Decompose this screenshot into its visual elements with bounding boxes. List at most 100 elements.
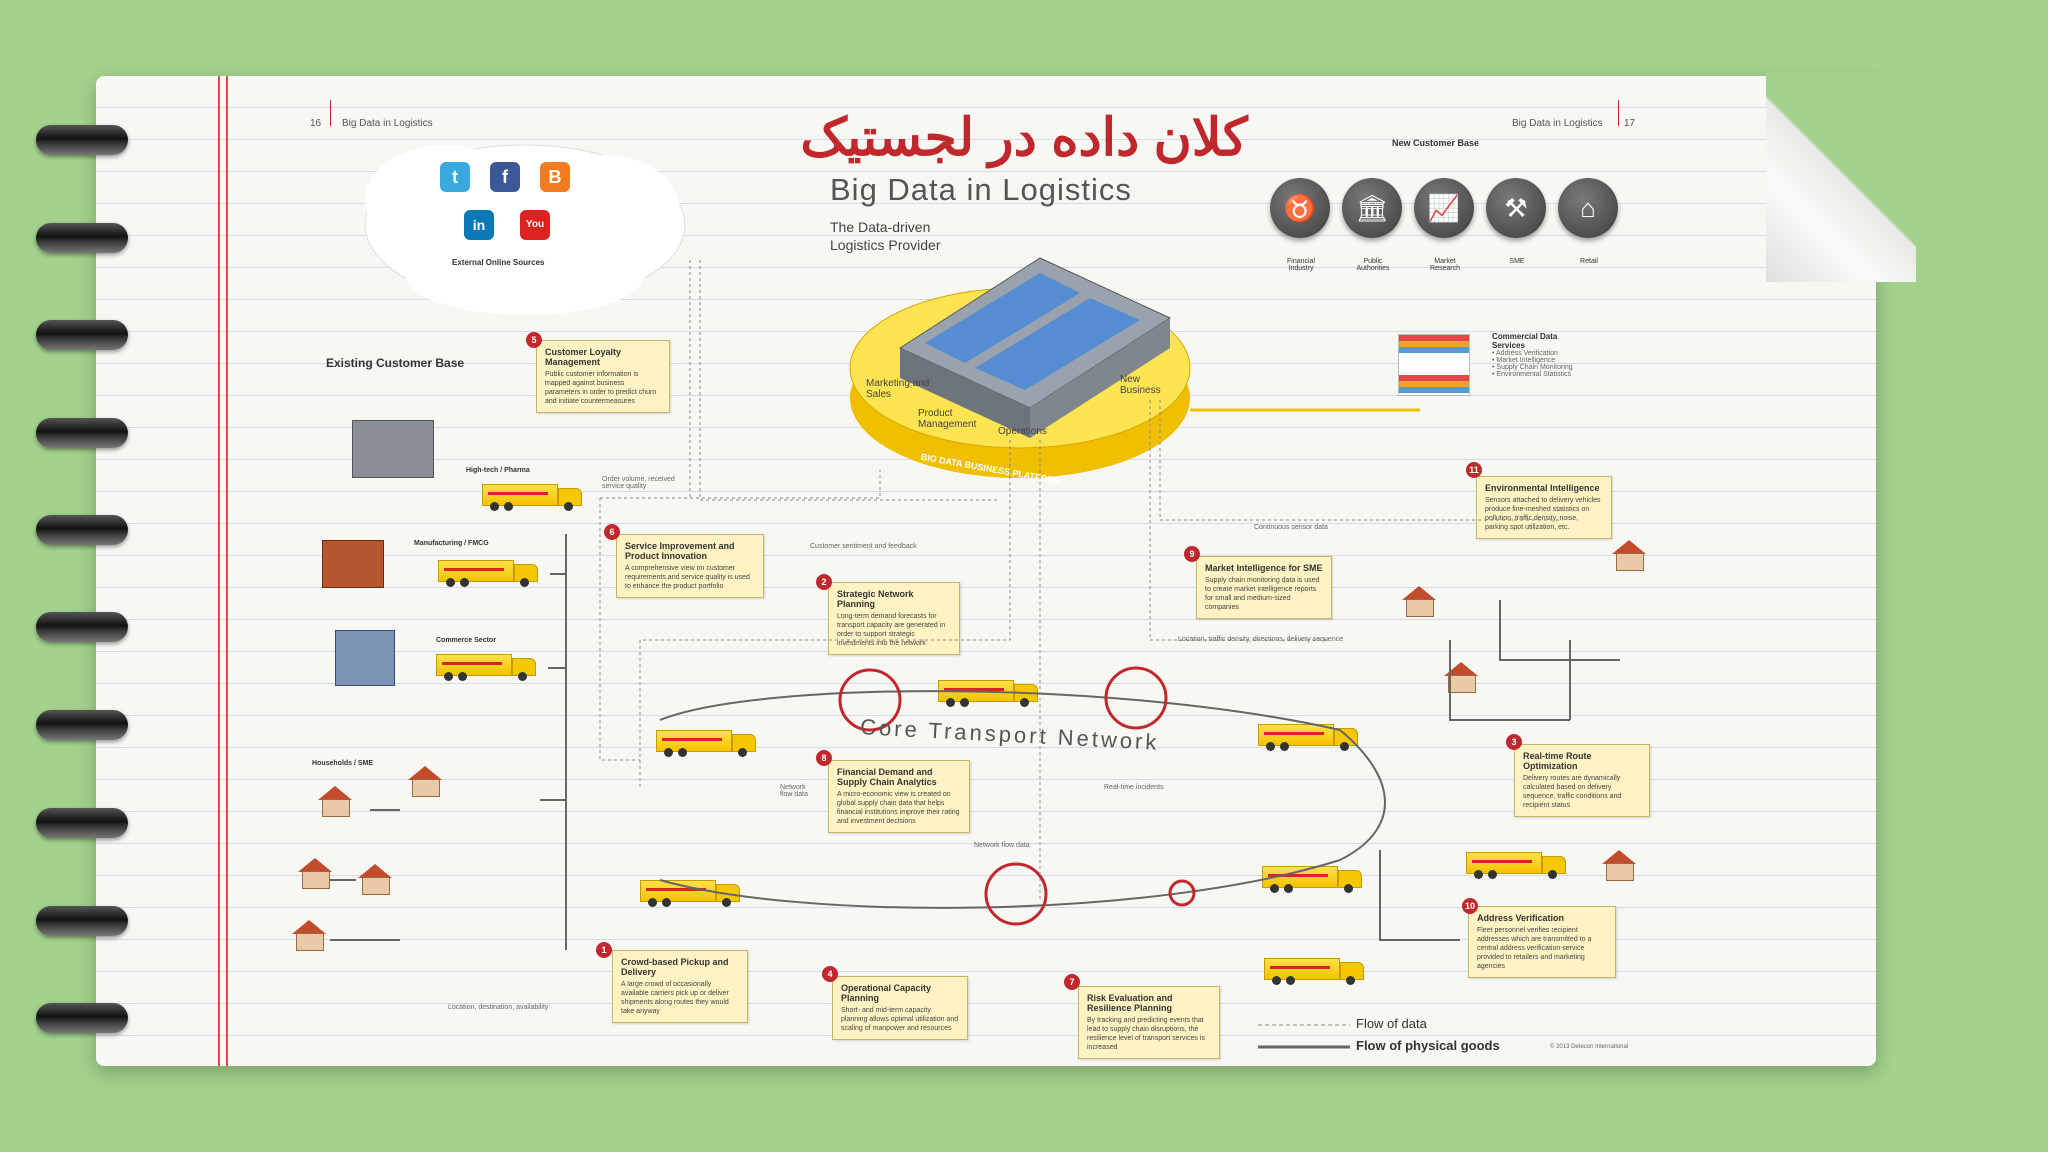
header-left: Big Data in Logistics	[342, 118, 433, 129]
documents-stack	[1398, 334, 1470, 396]
info-box: Service Improvement and Product Innovati…	[616, 534, 764, 598]
commercial-item: • Address Verification	[1492, 350, 1558, 357]
spiral-ring	[36, 320, 128, 350]
spiral-ring	[36, 1003, 128, 1033]
spiral-ring	[36, 125, 128, 155]
truck	[1262, 866, 1362, 893]
flow-label: Location, destination, availability	[448, 1004, 549, 1011]
spiral-ring	[36, 515, 128, 545]
info-box-title: Customer Loyalty Management	[545, 347, 622, 367]
info-number: 6	[604, 524, 620, 540]
platform-disc	[849, 257, 1191, 478]
segment-label: Manufacturing / FMCG	[414, 540, 489, 547]
spiral-ring	[36, 710, 128, 740]
info-box-title: Risk Evaluation and Resilience Planning	[1087, 993, 1173, 1013]
info-box-text: Long-term demand forecasts for transport…	[837, 613, 946, 647]
spiral-ring	[36, 906, 128, 936]
info-number: 3	[1506, 734, 1522, 750]
diagram-subtitle: The Data-driven Logistics Provider	[830, 218, 990, 254]
info-number: 11	[1466, 462, 1482, 478]
info-box-text: Supply chain monitoring data is used to …	[1205, 577, 1320, 611]
factory-building	[352, 420, 434, 478]
info-box-text: Fleet personnel verifies recipient addre…	[1477, 927, 1592, 970]
info-box-text: Sensors attached to delivery vehicles pr…	[1485, 497, 1601, 531]
facebook-icon: f	[490, 162, 520, 192]
youtube-icon: You	[520, 210, 550, 240]
info-number: 2	[816, 574, 832, 590]
linkedin-icon: in	[464, 210, 494, 240]
hammer-icon: ⚒	[1486, 178, 1546, 238]
divider	[330, 100, 331, 126]
info-box: Financial Demand and Supply Chain Analyt…	[828, 760, 970, 833]
house	[298, 858, 332, 889]
commercial-services: Commercial Data Services • Address Verif…	[1492, 332, 1582, 378]
house	[1612, 540, 1646, 571]
flow-label: Order volume, received service quality	[602, 476, 675, 490]
info-box-title: Environmental Intelligence	[1485, 483, 1600, 493]
house	[358, 864, 392, 895]
page-title: کلان داده در لجستیک	[800, 109, 1248, 167]
house	[318, 786, 352, 817]
government-building-icon: 🏛	[1342, 178, 1402, 238]
info-box-title: Strategic Network Planning	[837, 589, 914, 609]
subtitle-line: Logistics Provider	[830, 237, 941, 253]
info-box-text: A micro-economic view is created on glob…	[837, 791, 960, 825]
platform-sector: Marketing and Sales	[866, 378, 930, 400]
copyright: © 2013 Detecon International	[1550, 1044, 1629, 1050]
platform-sector: New Business	[1120, 374, 1161, 396]
new-base-item: Market Research	[1430, 258, 1460, 272]
segment-label: Households / SME	[312, 760, 374, 767]
platform-sector: Product Management	[918, 408, 977, 430]
new-base-item: SME	[1509, 258, 1525, 265]
info-box-title: Address Verification	[1477, 913, 1565, 923]
external-sources-label: External Online Sources	[452, 258, 545, 267]
commercial-title: Commercial Data Services	[1492, 332, 1558, 350]
info-box-text: Delivery routes are dynamically calculat…	[1523, 775, 1622, 809]
spiral-ring	[36, 612, 128, 642]
new-base-item: Retail	[1580, 258, 1598, 265]
legend-goods: Flow of physical goods	[1356, 1038, 1500, 1053]
info-number: 10	[1462, 898, 1478, 914]
house	[408, 766, 442, 797]
legend-data: Flow of data	[1356, 1016, 1427, 1031]
info-box-text: A large crowd of occasionally available …	[621, 981, 729, 1015]
divider	[1618, 100, 1619, 126]
segment-label: Commerce Sector	[436, 637, 496, 644]
house	[1402, 586, 1436, 617]
truck	[436, 654, 536, 681]
info-box-title: Operational Capacity Planning	[841, 983, 932, 1003]
diagram-title: Big Data in Logistics	[830, 172, 1132, 207]
flow-label: Continuous sensor data	[1254, 524, 1328, 531]
subtitle-line: The Data-driven	[830, 219, 931, 235]
info-box-title: Financial Demand and Supply Chain Analyt…	[837, 767, 937, 787]
shop-icon: ⌂	[1558, 178, 1618, 238]
page-curl	[1766, 72, 1916, 282]
info-box-text: Short- and mid-term capacity planning al…	[841, 1007, 959, 1032]
page-number-left: 16	[310, 118, 322, 129]
page-number-right: 17	[1624, 118, 1636, 129]
truck	[482, 484, 582, 511]
segment-label: High-tech / Pharma	[466, 467, 530, 474]
chart-icon: 📈	[1414, 178, 1474, 238]
info-number: 1	[596, 942, 612, 958]
truck	[656, 730, 756, 757]
twitter-icon: t	[440, 162, 470, 192]
margin-line	[218, 76, 220, 1066]
truck	[640, 880, 740, 907]
new-base-item: Financial Industry	[1286, 258, 1315, 272]
info-number: 9	[1184, 546, 1200, 562]
commercial-item: • Supply Chain Monitoring	[1492, 364, 1573, 371]
house	[292, 920, 326, 951]
header-right: Big Data in Logistics	[1512, 118, 1603, 129]
spiral-ring	[36, 223, 128, 253]
info-number: 7	[1064, 974, 1080, 990]
spiral-ring	[36, 808, 128, 838]
bull-icon: ♉	[1270, 178, 1330, 238]
info-number: 5	[526, 332, 542, 348]
margin-line	[226, 76, 228, 1066]
